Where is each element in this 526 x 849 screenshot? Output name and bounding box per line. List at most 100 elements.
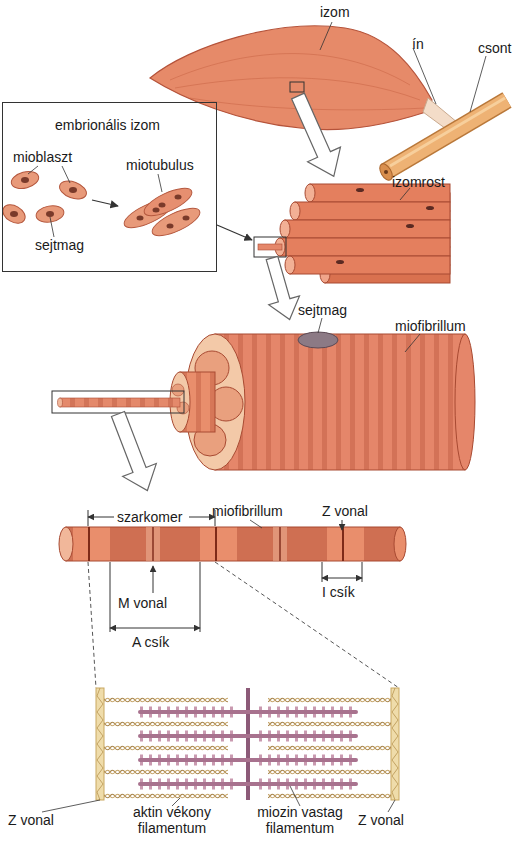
band-label: A csík — [132, 634, 169, 650]
myoblast-cell — [57, 178, 89, 203]
fiber-nucleus — [298, 332, 338, 348]
myosin-heads — [140, 712, 356, 784]
fusion-arrow — [92, 200, 118, 206]
leader-line — [470, 56, 486, 112]
cell-nucleus — [167, 224, 174, 229]
fiber-end — [285, 256, 295, 274]
actin-filament — [268, 768, 391, 776]
zoom-box — [52, 391, 184, 413]
bone-outline — [385, 100, 507, 172]
dimension-tick — [200, 562, 201, 632]
fiber-bundle — [254, 184, 450, 283]
leader-line — [290, 786, 300, 806]
leader-line — [388, 800, 395, 812]
line-label: Z vonal — [358, 812, 404, 828]
myofibril-end — [58, 398, 63, 407]
bone-highlight — [390, 98, 505, 166]
leader-line — [50, 217, 54, 237]
z-disc — [96, 688, 104, 800]
leader-line — [318, 318, 322, 333]
filament-label: miozin vastag filamentum — [250, 804, 350, 836]
zoom-arrow — [257, 254, 305, 324]
dimension-arrow — [110, 628, 200, 629]
thick-filaments — [140, 712, 356, 784]
part-label: izomrost — [392, 174, 445, 190]
muscle-belly — [150, 26, 432, 130]
myoblast-cell — [35, 204, 65, 225]
part-label: miotubulus — [126, 157, 194, 173]
fibril-end — [172, 384, 184, 396]
part-label: csont — [478, 40, 511, 56]
cell-nucleus — [159, 203, 166, 208]
inset-box: embrionális izommioblasztmiotubulussejtm… — [2, 102, 217, 272]
myoblast-cell — [0, 201, 28, 227]
line-label: M vonal — [118, 595, 167, 611]
pointer-arrow — [153, 566, 154, 593]
fiber-end — [280, 220, 290, 238]
myofibril-striation — [60, 398, 180, 407]
box-heading: embrionális izom — [55, 117, 160, 133]
dimension-arrow — [322, 578, 362, 579]
line-label: Z vonal — [322, 503, 368, 519]
zoom-arrow — [282, 89, 351, 184]
cell-nucleus — [137, 216, 144, 221]
actin-filament — [104, 768, 228, 776]
muscle-fiber — [285, 220, 450, 238]
dimension-arrow — [189, 517, 215, 518]
filament-label: aktin vékony filamentum — [122, 804, 222, 836]
dimension-label: szarkomer — [117, 509, 182, 525]
cell-nucleus — [69, 187, 77, 193]
cell-nucleus — [175, 195, 182, 200]
fiber-nucleus — [356, 188, 364, 192]
muscle-fiber — [295, 202, 450, 220]
actin-filament — [268, 792, 391, 800]
fiber-end — [455, 334, 475, 470]
leader-line — [62, 166, 70, 183]
leader-line — [28, 166, 38, 174]
myofibril-bands — [66, 527, 400, 561]
fiber-end — [305, 184, 315, 202]
actin-filament — [104, 696, 228, 704]
zoom-line — [215, 562, 399, 688]
fiber-body — [215, 334, 465, 470]
dimension-tick — [88, 510, 89, 526]
bone-marrow — [384, 170, 388, 174]
part-label: sejtmag — [298, 302, 347, 318]
part-label: miofibrillum — [395, 318, 466, 334]
single-fiber — [258, 244, 282, 250]
cell-nucleus — [10, 211, 18, 217]
leader-line — [413, 48, 436, 104]
zoom-line — [88, 562, 96, 688]
fiber-nucleus — [336, 260, 344, 264]
line-label: Z vonal — [8, 812, 54, 828]
zoom-box — [254, 237, 286, 257]
myofibril-rod — [60, 398, 180, 407]
muscle-fascicle — [170, 54, 410, 85]
bone-shaft — [385, 100, 507, 172]
leader-line — [250, 520, 262, 528]
cell-nucleus — [153, 208, 160, 213]
cell-nucleus — [183, 216, 190, 221]
muscle-fiber — [290, 256, 450, 274]
myotube-cell — [149, 203, 204, 241]
dimension-arrow — [88, 517, 114, 518]
myosin-filament — [140, 712, 356, 784]
muscle-fiber — [280, 238, 450, 256]
fiber-nucleus — [406, 224, 414, 228]
band-label: I csík — [322, 584, 355, 600]
z-disc — [391, 688, 399, 800]
z-disc-lattice — [97, 688, 103, 800]
z-disc-lattice — [392, 688, 398, 800]
leader-line — [42, 800, 100, 812]
actin-filament — [268, 720, 391, 728]
leader-line — [405, 334, 420, 352]
part-label: mioblaszt — [13, 149, 72, 165]
part-label: ín — [412, 36, 424, 52]
fiber-nucleus — [426, 206, 434, 210]
actin-filament — [104, 792, 228, 800]
fiber-striation — [215, 334, 465, 470]
actin-filament — [268, 696, 391, 704]
zoom-box — [290, 82, 304, 92]
dimension-tick — [362, 562, 363, 582]
